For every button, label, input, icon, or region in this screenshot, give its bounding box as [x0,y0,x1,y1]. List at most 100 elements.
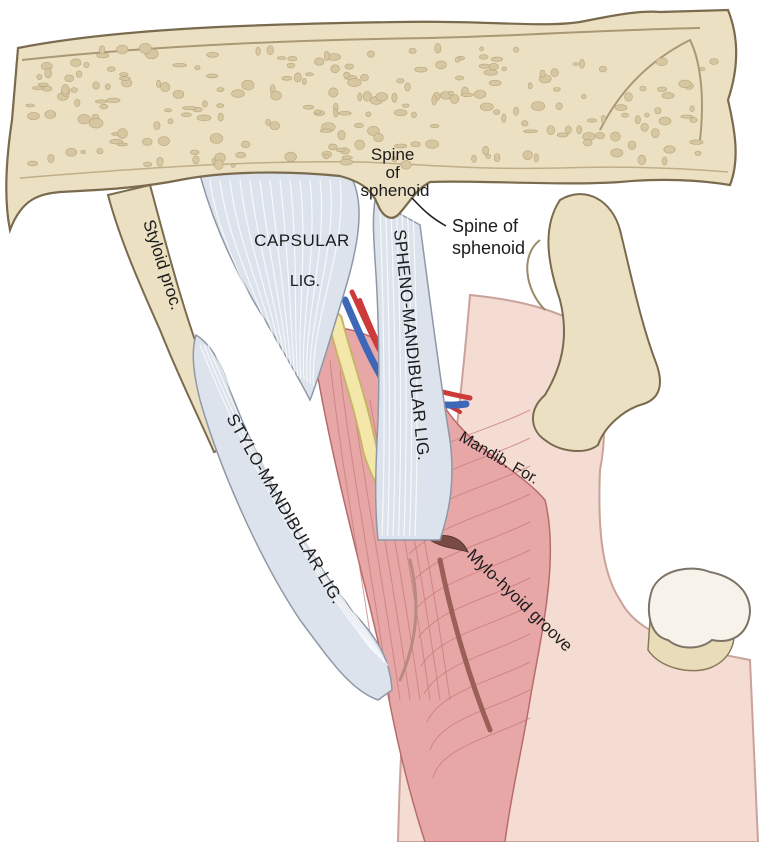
bone-pore [77,114,91,125]
bone-pore [96,52,110,59]
bone-pore [550,68,559,77]
bone-pore [639,85,647,92]
bone-pore [235,151,246,159]
bone-pore [482,145,489,156]
bone-pore [637,154,647,165]
bone-pore [448,91,454,96]
bone-pore [474,89,487,99]
fiber-line [426,661,531,723]
bone-pore [330,64,340,74]
cancellous-bone-texture [25,43,719,170]
bone-pore [96,148,104,155]
bone-pore [117,128,128,139]
bone-pore [396,78,405,84]
bone-pore [449,94,460,104]
bone-pore [231,89,245,98]
bone-pore [579,58,585,69]
bone-pore [92,81,100,90]
bone-pore [533,153,539,163]
bone-pore [36,74,43,80]
bone-pore [347,78,362,87]
bone-pore [582,138,593,147]
bone-pore [75,70,83,78]
bone-pore [375,92,389,102]
fiber-line [279,179,295,375]
bone-pore [74,99,81,107]
fiber-line [408,493,531,555]
bone-pore [157,136,170,146]
bone-pore [302,104,314,110]
fiber-line [420,605,531,667]
bone-pore [689,105,695,112]
bone-pore [709,58,719,65]
bone-pore [434,43,442,54]
bone-pore [217,112,224,122]
bone-pore [106,66,116,72]
bone-pore [479,102,494,112]
bone-pore [70,58,82,67]
bone-pore [293,72,302,83]
bone-pore [142,137,153,146]
bone-pore [435,60,447,70]
bone-pore [343,71,351,79]
bone-pore [341,155,353,160]
bone-pore [490,56,503,62]
bone-pore [99,103,109,110]
bone-pore [600,115,606,123]
bone-pore [80,150,86,155]
bone-pore [314,109,322,115]
bone-pore [394,143,408,149]
bone-pore [431,94,437,106]
bone-pore [344,63,354,70]
molar-tooth [648,567,752,649]
bone-pore [287,56,298,62]
bone-pore [301,78,307,85]
bone-pore [83,61,90,68]
bone-pore [27,160,38,167]
bone-pore [153,121,161,130]
bone-pore [460,92,474,97]
bone-pore [367,125,380,136]
bone-pore [556,132,569,138]
spine-callout-line [411,197,447,227]
bone-pore [373,133,384,143]
bone-pore [172,63,187,68]
bone-pore [47,154,55,163]
bone-pore [323,50,330,61]
bone-pore [365,111,372,117]
bone-pore [553,87,561,92]
bone-pore [156,80,161,88]
bone-pore [564,125,572,135]
bone-pore [572,62,579,66]
capsular-ligament-fibers [209,179,342,387]
bone-pore [206,51,219,58]
bone-pore [88,117,104,129]
bone-pore [119,76,131,81]
bone-pore [172,90,185,99]
bone-pore [454,75,464,81]
bone-pore [65,148,78,157]
bone-pore [657,86,667,92]
bone-pore [586,118,597,123]
fiber-line [432,717,531,779]
bone-pore [689,116,698,123]
bone-pore [44,67,52,79]
label-capsular-lig-2: LIG. [290,273,320,290]
bone-pore [678,79,692,88]
bone-pore [202,100,208,108]
stylo-ligament-fibers [199,344,389,667]
bone-pore [391,92,398,103]
bone-pore [414,66,428,73]
bone-pore [661,156,668,166]
bone-pore [319,128,333,133]
fiber-line [229,179,279,365]
bone-pore [284,151,297,162]
bone-pore [209,133,224,144]
fiber-line [390,209,396,537]
fiber-line [269,179,292,373]
bone-pore [402,103,410,108]
mandibular-notch [526,239,546,311]
bone-pore [206,73,219,79]
bone-pore [627,140,637,150]
bone-pore [479,46,484,52]
